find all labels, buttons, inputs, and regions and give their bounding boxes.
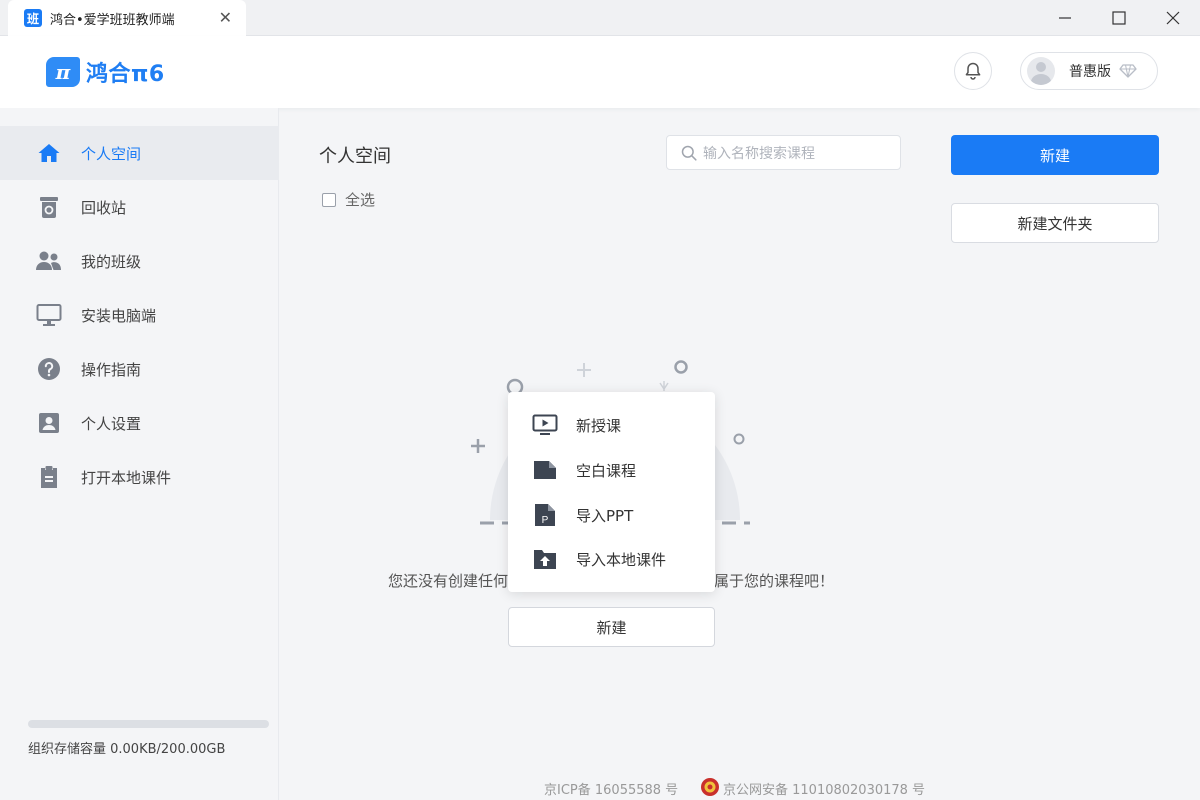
sidebar-item-label: 回收站 [81, 198, 127, 217]
users-icon [36, 248, 62, 274]
menu-item-blank-course[interactable]: 空白课程 [508, 448, 715, 492]
sidebar-item-personal-space[interactable]: 个人空间 [0, 126, 279, 180]
browser-tab[interactable]: 班 鸿合•爱学班班教师端 ✕ [8, 0, 246, 36]
ppt-icon-letter: P [542, 515, 549, 526]
title-bar: 班 鸿合•爱学班班教师端 ✕ [0, 0, 1200, 36]
storage-capacity-text: 组织存储容量 0.00KB/200.00GB [28, 742, 226, 757]
logo-mark-icon: π [46, 57, 80, 87]
tab-title: 鸿合•爱学班班教师端 [50, 12, 175, 28]
app-header: π 鸿合π6 普惠版 [0, 36, 1200, 108]
sidebar-item-label: 个人设置 [81, 414, 142, 433]
logo-text: 鸿合π6 [86, 62, 165, 87]
menu-item-label: 导入PPT [576, 506, 634, 525]
select-all-label: 全选 [345, 191, 376, 209]
app-logo: π 鸿合π6 [46, 56, 165, 88]
sidebar-item-install-desktop[interactable]: 安装电脑端 [0, 288, 279, 342]
monitor-icon [36, 302, 62, 328]
sidebar-item-label: 操作指南 [81, 360, 142, 379]
bell-icon [965, 62, 981, 80]
menu-item-label: 新授课 [576, 416, 622, 435]
new-folder-button[interactable]: 新建文件夹 [951, 203, 1159, 243]
diamond-icon [1119, 64, 1137, 78]
tab-close-icon[interactable]: ✕ [218, 8, 232, 27]
storage-progress-bar [28, 720, 269, 728]
footer: 京ICP备 16055588 号 京公网安备 11010802030178 号 [280, 777, 1200, 799]
edition-label: 普惠版 [1069, 64, 1111, 80]
minimize-icon [1059, 17, 1071, 19]
user-menu[interactable]: 普惠版 [1020, 52, 1158, 90]
avatar [1027, 57, 1055, 85]
app-tab-icon: 班 [24, 9, 42, 27]
recycle-bin-icon [36, 194, 62, 220]
minimize-button[interactable] [1038, 0, 1092, 36]
empty-state-new-button[interactable]: 新建 [508, 607, 715, 647]
sidebar-item-label: 安装电脑端 [81, 306, 157, 325]
clipboard-icon [36, 464, 62, 490]
sidebar-item-label: 个人空间 [81, 144, 142, 163]
menu-item-import-local-courseware[interactable]: 导入本地课件 [508, 537, 715, 581]
menu-item-new-lesson[interactable]: 新授课 [508, 403, 715, 447]
sidebar-item-recycle-bin[interactable]: 回收站 [0, 180, 279, 234]
sidebar-item-guide[interactable]: 操作指南 [0, 342, 279, 396]
search-input[interactable] [703, 144, 893, 161]
presentation-icon [532, 412, 558, 438]
icp-link[interactable]: 京ICP备 16055588 号 [544, 782, 679, 798]
blank-file-icon [532, 457, 558, 483]
notifications-button[interactable] [954, 52, 992, 90]
upload-folder-icon [532, 546, 558, 572]
maximize-icon [1112, 11, 1126, 25]
search-box [666, 135, 901, 170]
sidebar-item-label: 我的班级 [81, 252, 142, 271]
new-course-popup-menu: 新授课 空白课程 P 导入PPT 导入本地课件 [508, 392, 715, 592]
menu-item-label: 空白课程 [576, 461, 637, 480]
help-icon [36, 356, 62, 382]
profile-icon [36, 410, 62, 436]
close-window-button[interactable] [1146, 0, 1200, 36]
empty-message-left: 您还没有创建任何课 [387, 572, 523, 590]
empty-message-right: 属于您的课程吧！ [714, 572, 835, 590]
police-badge-icon [701, 778, 719, 796]
maximize-button[interactable] [1092, 0, 1146, 36]
new-button[interactable]: 新建 [951, 135, 1159, 175]
ppt-file-icon: P [532, 502, 558, 528]
sidebar-item-label: 打开本地课件 [81, 468, 172, 487]
empty-state-message: 您还没有创建任何课 属于您的课程吧！ [320, 570, 902, 591]
menu-item-import-ppt[interactable]: P 导入PPT [508, 493, 715, 537]
police-record-link[interactable]: 京公网安备 11010802030178 号 [723, 782, 926, 798]
page-title: 个人空间 [319, 146, 391, 167]
close-icon [1166, 11, 1180, 25]
sidebar: 个人空间 回收站 我的班级 安装电脑端 操作指南 个人设置 打开本地课件 [0, 108, 279, 800]
search-icon [681, 145, 697, 161]
sidebar-item-personal-settings[interactable]: 个人设置 [0, 396, 279, 450]
menu-item-label: 导入本地课件 [576, 550, 667, 569]
select-all-checkbox[interactable]: 全选 [322, 189, 375, 210]
sidebar-item-open-local-courseware[interactable]: 打开本地课件 [0, 450, 279, 504]
checkbox-box[interactable] [322, 192, 336, 207]
home-icon [36, 140, 62, 166]
sidebar-item-my-classes[interactable]: 我的班级 [0, 234, 279, 288]
